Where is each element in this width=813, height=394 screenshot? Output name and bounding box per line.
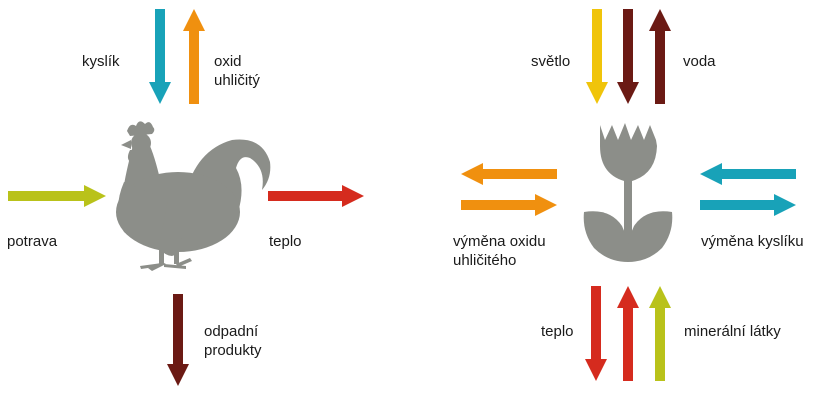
light-arrow-shaft xyxy=(592,9,602,82)
oxygen-label: kyslík xyxy=(82,53,120,70)
plant-heat-up-arrow-shaft xyxy=(623,308,633,381)
plant-heat-arrow xyxy=(585,286,607,381)
waste-arrow xyxy=(167,294,189,386)
plant-heat-arrow-shaft xyxy=(591,286,601,359)
food-arrow xyxy=(8,185,106,207)
oxygen-in-arrow-shaft xyxy=(722,169,796,179)
food-arrow-shaft xyxy=(8,191,84,201)
animal-heat-arrow-shaft xyxy=(268,191,342,201)
food-arrow-head xyxy=(84,185,106,207)
co2-arrow-shaft xyxy=(189,31,199,104)
co2-in-arrow-head xyxy=(535,194,557,216)
oxygen-out-arrow-shaft xyxy=(700,200,774,210)
animal-heat-arrow xyxy=(268,185,364,207)
arrows-group xyxy=(8,9,796,386)
co2-arrow-head xyxy=(183,9,205,31)
plant-heat-arrow-head xyxy=(585,359,607,381)
waste-arrow-head xyxy=(167,364,189,386)
light-arrow-head xyxy=(586,82,608,104)
co2-out-arrow-shaft xyxy=(483,169,557,179)
oxygen-out-arrow xyxy=(700,194,796,216)
water-up-arrow-head xyxy=(649,9,671,31)
minerals-arrow xyxy=(649,286,671,381)
waste-arrow-shaft xyxy=(173,294,183,364)
oxygen-in-arrow xyxy=(700,163,796,185)
water-up-arrow-shaft xyxy=(655,31,665,104)
co2-exchange-label: výměna oxidu uhličitého xyxy=(453,233,546,269)
minerals-arrow-head xyxy=(649,286,671,308)
tulip-icon xyxy=(583,123,673,262)
water-label: voda xyxy=(683,53,716,70)
water-down-arrow xyxy=(617,9,639,104)
co2-arrow xyxy=(183,9,205,104)
oxygen-arrow-head xyxy=(149,82,171,104)
co2-out-arrow-head xyxy=(461,163,483,185)
minerals-label: minerální látky xyxy=(684,323,781,340)
co2-in-arrow xyxy=(461,194,557,216)
oxygen-in-arrow-head xyxy=(700,163,722,185)
oxygen-exchange-label: výměna kyslíku xyxy=(701,233,804,250)
plant-heat-label: teplo xyxy=(541,323,574,340)
co2-in-arrow-shaft xyxy=(461,200,535,210)
oxygen-arrow-shaft xyxy=(155,9,165,82)
light-label: světlo xyxy=(531,53,571,70)
animal-heat-label: teplo xyxy=(269,233,302,250)
light-arrow xyxy=(586,9,608,104)
water-up-arrow xyxy=(649,9,671,104)
co2-out-arrow xyxy=(461,163,557,185)
waste-label: odpadní produkty xyxy=(204,323,262,359)
food-label: potrava xyxy=(7,233,58,250)
plant-heat-up-arrow-head xyxy=(617,286,639,308)
animal-heat-arrow-head xyxy=(342,185,364,207)
oxygen-out-arrow-head xyxy=(774,194,796,216)
water-down-arrow-head xyxy=(617,82,639,104)
water-down-arrow-shaft xyxy=(623,9,633,82)
oxygen-arrow xyxy=(149,9,171,104)
plant-heat-up-arrow xyxy=(617,286,639,381)
rooster-icon xyxy=(116,121,271,271)
minerals-arrow-shaft xyxy=(655,308,665,381)
co2-label: oxid uhličitý xyxy=(214,53,260,89)
